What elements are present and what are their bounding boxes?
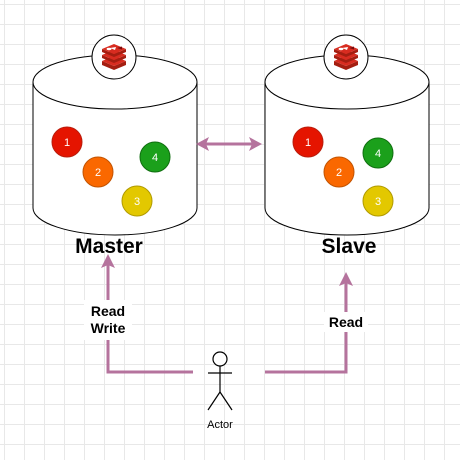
ball-label: 1	[64, 137, 70, 149]
master-ball-1: 1	[51, 126, 83, 158]
master-cylinder-body	[32, 82, 198, 236]
redis-logo-icon	[334, 44, 358, 70]
ball-label: 2	[336, 167, 342, 179]
ball-label: 4	[152, 152, 158, 164]
ball-label: 2	[95, 167, 101, 179]
ball-label: 3	[375, 196, 381, 208]
ball-circle	[292, 126, 324, 158]
ball-label: 3	[134, 196, 140, 208]
master-ball-3: 3	[121, 185, 153, 217]
slave-redis-logo	[323, 34, 369, 80]
master-title: Master	[75, 235, 143, 258]
actor-label: Actor	[207, 419, 233, 431]
replication-arrow	[196, 137, 262, 151]
slave-title: Slave	[322, 235, 377, 258]
ball-circle	[323, 156, 355, 188]
actor-to-master-edge: Read Write	[84, 254, 193, 374]
master-node: 1 2 3 4 Master	[32, 34, 198, 258]
ball-circle	[139, 141, 171, 173]
actor-to-slave-edge: Read	[265, 272, 368, 374]
slave-node: 1 2 3 4 Slave	[264, 34, 430, 258]
ball-circle	[362, 137, 394, 169]
actor-icon	[207, 351, 233, 411]
slave-ball-3: 3	[362, 185, 394, 217]
ball-label: 4	[375, 148, 381, 160]
read-label: Read	[329, 314, 363, 330]
arrowhead-up-icon	[339, 272, 353, 286]
master-redis-logo	[91, 34, 137, 80]
slave-ball-4: 4	[362, 137, 394, 169]
redis-logo-icon	[102, 44, 126, 70]
arrowhead-left-icon	[196, 137, 209, 151]
ball-circle	[51, 126, 83, 158]
ball-label: 1	[305, 137, 311, 149]
arrowhead-up-icon	[101, 254, 115, 268]
slave-ball-1: 1	[292, 126, 324, 158]
arrowhead-right-icon	[249, 137, 262, 151]
read-label: Read	[91, 303, 125, 319]
write-label: Write	[91, 320, 126, 336]
ball-circle	[362, 185, 394, 217]
master-ball-2: 2	[82, 156, 114, 188]
master-ball-4: 4	[139, 141, 171, 173]
actor: Actor	[207, 351, 233, 431]
ball-circle	[82, 156, 114, 188]
ball-circle	[121, 185, 153, 217]
slave-ball-2: 2	[323, 156, 355, 188]
